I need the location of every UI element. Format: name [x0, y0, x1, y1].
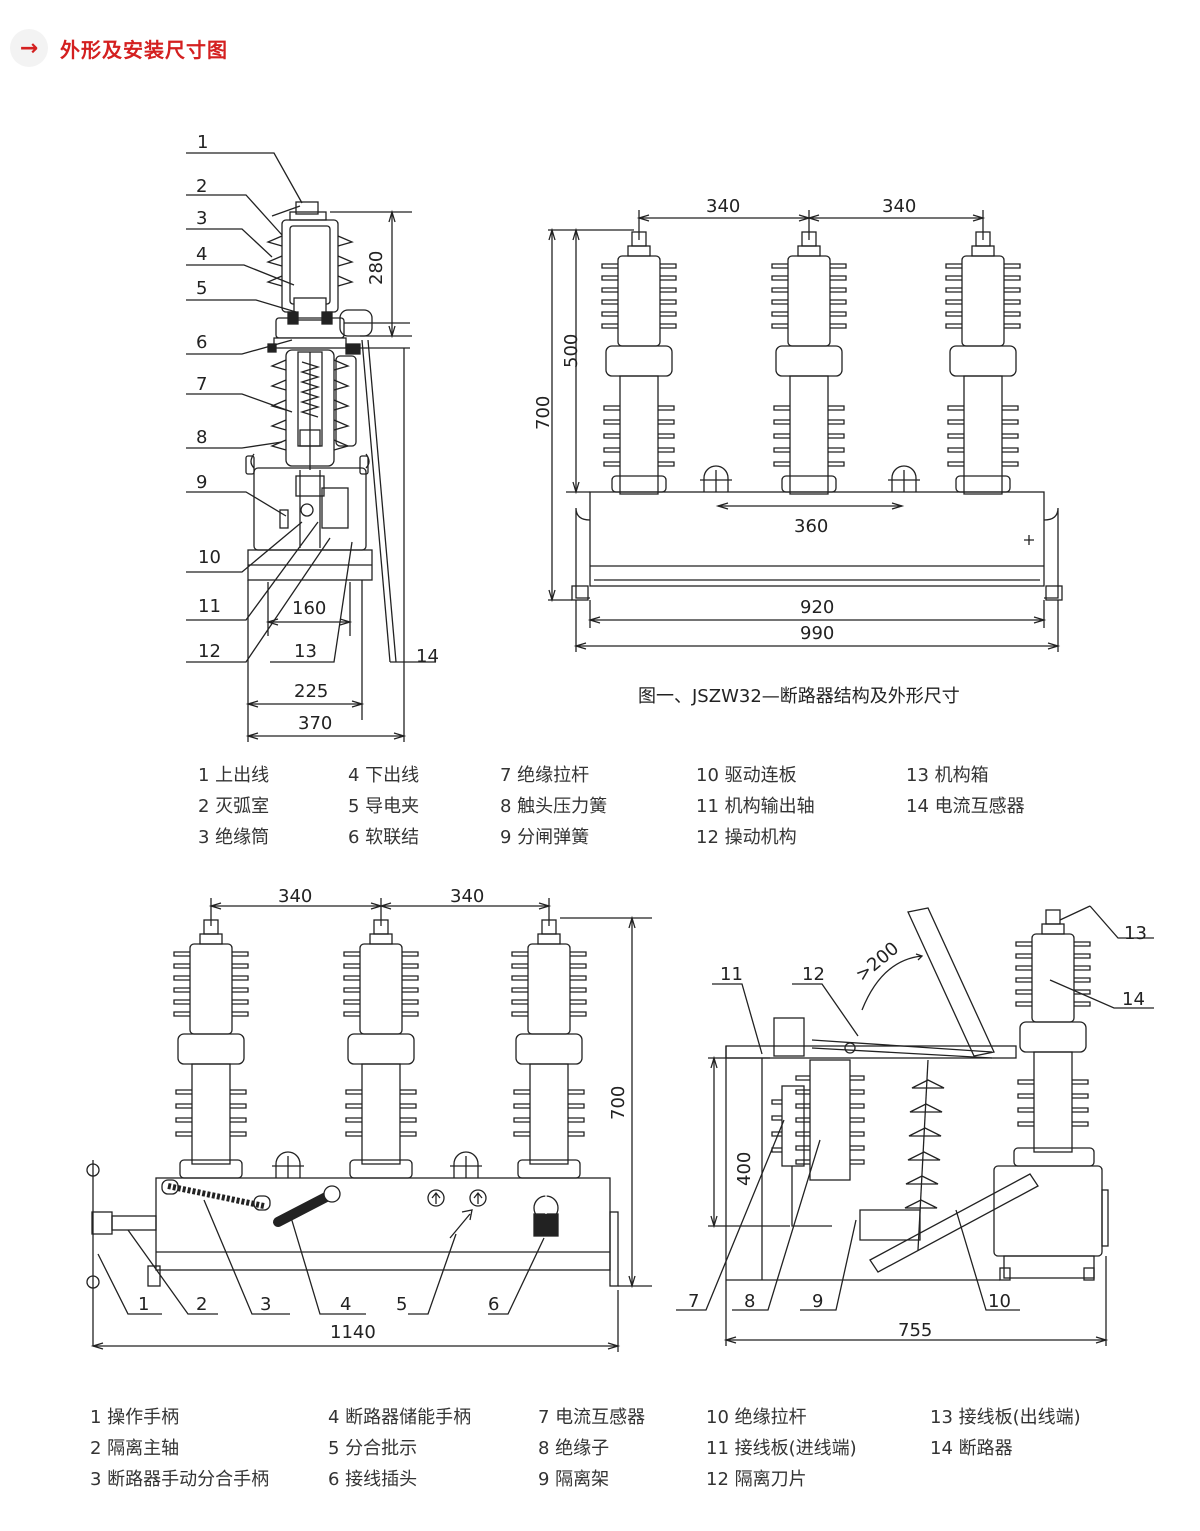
legend-item: 10 绝缘拉杆	[706, 1407, 807, 1428]
fig2-pole-1	[173, 919, 249, 1179]
section-title: 外形及安装尺寸图	[60, 37, 228, 62]
legend-item: 4 下出线	[348, 765, 420, 786]
legend-item: 11 机构输出轴	[696, 796, 815, 817]
fig2-dim-400: 400	[734, 1152, 755, 1186]
legend-item: 11 接线板(进线端)	[706, 1438, 857, 1459]
fig1-callout-13: 13	[294, 641, 317, 662]
fig2-callout-9: 9	[812, 1291, 823, 1312]
legend-item: 13 接线板(出线端)	[930, 1407, 1081, 1428]
fig2-callout-14: 14	[1122, 989, 1145, 1010]
fig2-callout-13: 13	[1124, 923, 1147, 944]
fig1-callout-7: 7	[196, 374, 207, 395]
fig1-callout-5: 5	[196, 278, 207, 299]
legend-item: 14 断路器	[930, 1438, 1013, 1459]
fig1-callout-8: 8	[196, 427, 207, 448]
fig1-dim-920: 920	[800, 597, 834, 618]
legend-item: 8 绝缘子	[538, 1438, 610, 1459]
fig2-legend-col-4: 10 绝缘拉杆 11 接线板(进线端) 12 隔离刀片	[706, 1402, 857, 1495]
fig2-pole-3	[511, 919, 587, 1179]
fig1-side-view	[186, 152, 436, 742]
fig1-legend-col-4: 10 驱动连板 11 机构输出轴 12 操动机构	[696, 760, 815, 853]
fig1-legend-col-3: 7 绝缘拉杆 8 触头压力簧 9 分闸弹簧	[500, 760, 607, 853]
legend-item: 5 分合批示	[328, 1438, 418, 1459]
fig2-dim-340b: 340	[450, 886, 484, 907]
legend-item: 10 驱动连板	[696, 765, 797, 786]
fig2-callout-8: 8	[744, 1291, 755, 1312]
fig2-front-view	[86, 898, 652, 1352]
fig2-callout-11: 11	[720, 964, 743, 985]
fig2-callout-10: 10	[988, 1291, 1011, 1312]
fig1-legend-col-2: 4 下出线 5 导电夹 6 软联结	[348, 760, 419, 853]
legend-item: 8 触头压力簧	[500, 796, 608, 817]
fig1-callout-1: 1	[197, 132, 208, 153]
fig1-callout-6: 6	[196, 332, 207, 353]
fig1-callout-3: 3	[196, 208, 207, 229]
fig1-callout-12: 12	[198, 641, 221, 662]
fig1-callout-11: 11	[198, 596, 221, 617]
legend-item: 3 断路器手动分合手柄	[90, 1469, 270, 1490]
fig1-dim-360: 360	[794, 516, 828, 537]
legend-item: 7 绝缘拉杆	[500, 765, 590, 786]
legend-item: 9 分闸弹簧	[500, 827, 590, 848]
legend-item: 9 隔离架	[538, 1469, 610, 1490]
legend-item: 14 电流互感器	[906, 796, 1025, 817]
legend-item: 7 电流互感器	[538, 1407, 646, 1428]
fig2-callout-6: 6	[488, 1294, 499, 1315]
fig1-callout-2: 2	[196, 176, 207, 197]
fig2-legend-col-5: 13 接线板(出线端) 14 断路器	[930, 1402, 1081, 1464]
fig1-pole-3	[945, 231, 1021, 495]
fig1-dim-500: 500	[561, 334, 582, 368]
legend-item: 4 断路器储能手柄	[328, 1407, 472, 1428]
fig1-dim-280: 280	[366, 251, 387, 285]
legend-item: 5 导电夹	[348, 796, 420, 817]
fig2-callout-1: 1	[138, 1294, 149, 1315]
legend-item: 13 机构箱	[906, 765, 989, 786]
legend-item: 12 隔离刀片	[706, 1469, 807, 1490]
fig1-callout-10: 10	[198, 547, 221, 568]
fig2-pole-2	[343, 919, 419, 1179]
legend-item: 12 操动机构	[696, 827, 797, 848]
fig2-callout-2: 2	[196, 1294, 207, 1315]
fig1-dim-990: 990	[800, 623, 834, 644]
fig1-dim-340a: 340	[706, 196, 740, 217]
fig1-dim-160: 160	[292, 598, 326, 619]
fig2-dim-340a: 340	[278, 886, 312, 907]
fig1-caption: 图一、JSZW32—断路器结构及外形尺寸	[638, 686, 960, 707]
legend-item: 6 软联结	[348, 827, 420, 848]
fig1-pole-1	[601, 231, 677, 495]
legend-item: 6 接线插头	[328, 1469, 418, 1490]
legend-item: 1 操作手柄	[90, 1407, 180, 1428]
fig1-dim-700: 700	[533, 396, 554, 430]
fig1-pole-2	[771, 231, 847, 495]
fig2-dim-200: >200	[852, 938, 903, 986]
fig2-callout-7: 7	[688, 1291, 699, 1312]
legend-item: 2 灭弧室	[198, 796, 270, 817]
fig2-legend-col-2: 4 断路器储能手柄 5 分合批示 6 接线插头	[328, 1402, 471, 1495]
fig2-dim-1140: 1140	[330, 1322, 376, 1343]
fig2-dim-700: 700	[608, 1086, 629, 1120]
legend-item: 1 上出线	[198, 765, 270, 786]
fig2-side-view	[676, 905, 1154, 1346]
fig2-callout-5: 5	[396, 1294, 407, 1315]
fig1-dim-225: 225	[294, 681, 328, 702]
fig2-callout-4: 4	[340, 1294, 351, 1315]
fig2-callout-3: 3	[260, 1294, 271, 1315]
fig1-legend-col-1: 1 上出线 2 灭弧室 3 绝缘筒	[198, 760, 269, 853]
fig1-callout-4: 4	[196, 244, 207, 265]
fig2-legend-col-1: 1 操作手柄 2 隔离主轴 3 断路器手动分合手柄	[90, 1402, 269, 1495]
fig1-dim-340b: 340	[882, 196, 916, 217]
fig1-front-view	[548, 210, 1063, 652]
fig1-legend-col-5: 13 机构箱 14 电流互感器	[906, 760, 1025, 822]
legend-item: 2 隔离主轴	[90, 1438, 180, 1459]
arrow-right-icon: →	[10, 29, 48, 67]
fig2-dim-755: 755	[898, 1320, 932, 1341]
fig1-callout-14: 14	[416, 646, 439, 667]
fig2-callout-12: 12	[802, 964, 825, 985]
legend-item: 3 绝缘筒	[198, 827, 270, 848]
fig1-callout-9: 9	[196, 472, 207, 493]
fig1-dim-370: 370	[298, 713, 332, 734]
fig2-legend-col-3: 7 电流互感器 8 绝缘子 9 隔离架	[538, 1402, 645, 1495]
section-header: → 外形及安装尺寸图	[10, 28, 228, 68]
